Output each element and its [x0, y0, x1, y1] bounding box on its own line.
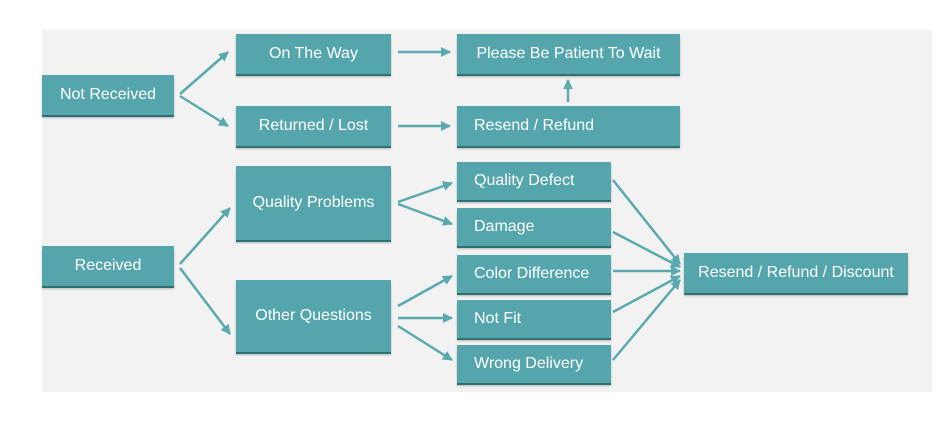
node-other-questions: Other Questions	[236, 280, 391, 352]
node-returned-lost: Returned / Lost	[236, 106, 391, 146]
arrow-quality-problems-to-damage	[397, 202, 453, 226]
arrow-wrong-delivery-to-final	[612, 279, 681, 361]
node-color-difference: Color Difference	[457, 255, 611, 293]
arrow-not-fit-to-final	[612, 274, 681, 314]
node-on-the-way: On The Way	[236, 34, 391, 74]
arrow-quality-defect-to-final	[612, 179, 681, 265]
node-please-be-patient: Please Be Patient To Wait	[457, 34, 680, 74]
node-damage: Damage	[457, 208, 611, 246]
arrow-not-received-to-on-the-way	[179, 51, 229, 95]
node-quality-problems: Quality Problems	[236, 166, 391, 240]
node-wrong-delivery: Wrong Delivery	[457, 345, 611, 383]
arrow-damage-to-final	[612, 230, 681, 269]
arrow-other-questions-to-color-difference	[397, 274, 453, 308]
arrow-quality-problems-to-quality-defect	[397, 181, 453, 204]
node-resend-refund: Resend / Refund	[457, 106, 680, 146]
node-quality-defect: Quality Defect	[457, 162, 611, 200]
node-resend-refund-discount: Resend / Refund / Discount	[684, 253, 908, 293]
node-not-fit: Not Fit	[457, 300, 611, 338]
node-received: Received	[42, 246, 174, 286]
arrow-not-received-to-returned-lost	[179, 94, 229, 128]
arrow-other-questions-to-wrong-delivery	[397, 324, 453, 362]
node-not-received: Not Received	[42, 75, 174, 115]
arrow-received-to-other-questions	[179, 267, 231, 335]
arrow-received-to-quality-problems	[179, 207, 231, 265]
